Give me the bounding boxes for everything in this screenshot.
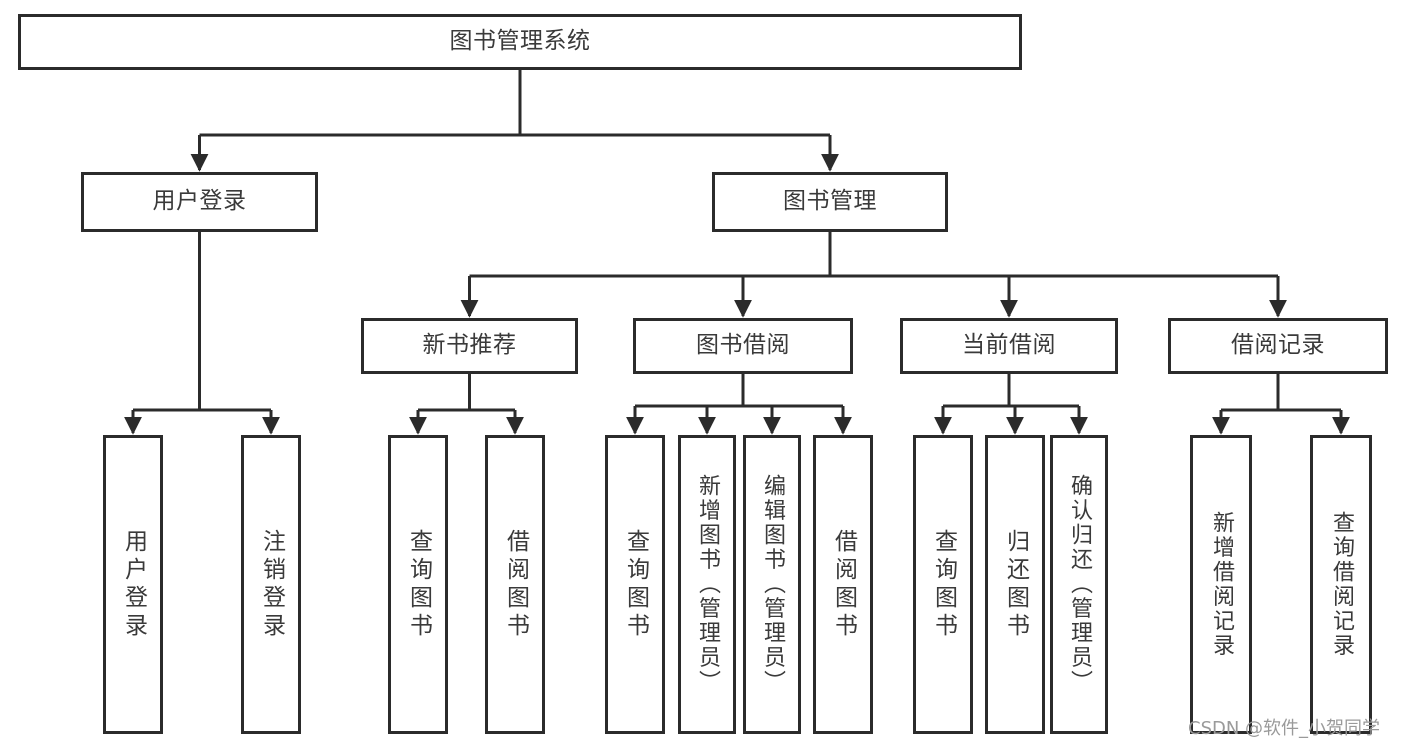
node-current-borrow[interactable]: 当前借阅 [900,318,1118,374]
node-leaf-add-book-admin[interactable]: 新增图书（管理员） [678,435,736,734]
node-book-management[interactable]: 图书管理 [712,172,948,232]
node-leaf-user-logout[interactable]: 注销登录 [241,435,301,734]
node-leaf-borrow-book-borrow[interactable]: 借阅图书 [813,435,873,734]
node-leaf-edit-book-admin-label: 编辑图书（管理员） [760,474,785,695]
node-leaf-borrow-book-recommend[interactable]: 借阅图书 [485,435,545,734]
node-leaf-confirm-return-admin-label: 确认归还（管理员） [1067,474,1092,695]
node-leaf-return-book[interactable]: 归还图书 [985,435,1045,734]
node-leaf-add-book-admin-label: 新增图书（管理员） [695,474,720,695]
node-borrow-record[interactable]: 借阅记录 [1168,318,1388,374]
node-borrow-record-label: 借阅记录 [1231,332,1325,359]
node-book-borrow-label: 图书借阅 [696,332,790,359]
node-leaf-user-login[interactable]: 用户登录 [103,435,163,734]
node-leaf-query-book-recommend-label: 查询图书 [405,528,432,641]
node-leaf-query-book-recommend[interactable]: 查询图书 [388,435,448,734]
node-leaf-borrow-book-recommend-label: 借阅图书 [502,528,529,641]
node-leaf-add-borrow-record[interactable]: 新增借阅记录 [1190,435,1252,734]
node-current-borrow-label: 当前借阅 [962,332,1056,359]
node-leaf-edit-book-admin[interactable]: 编辑图书（管理员） [743,435,801,734]
node-new-book-recommend[interactable]: 新书推荐 [361,318,578,374]
watermark-text: CSDN @软件_小贺同学 [1188,718,1381,739]
node-new-book-recommend-label: 新书推荐 [422,332,517,359]
node-book-borrow[interactable]: 图书借阅 [633,318,853,374]
node-leaf-add-borrow-record-label: 新增借阅记录 [1209,511,1234,658]
node-user-login-label: 用户登录 [152,188,247,215]
node-leaf-user-logout-label: 注销登录 [258,528,285,641]
node-leaf-query-book-borrow[interactable]: 查询图书 [605,435,665,734]
node-book-management-label: 图书管理 [783,188,877,215]
node-leaf-query-book-borrow-label: 查询图书 [622,528,649,641]
node-leaf-borrow-book-borrow-label: 借阅图书 [830,528,857,641]
node-leaf-query-book-current-label: 查询图书 [930,528,957,641]
node-leaf-user-login-label: 用户登录 [120,528,147,641]
node-user-login[interactable]: 用户登录 [81,172,318,232]
node-leaf-return-book-label: 归还图书 [1002,528,1029,641]
node-leaf-query-borrow-record[interactable]: 查询借阅记录 [1310,435,1372,734]
node-leaf-query-borrow-record-label: 查询借阅记录 [1329,511,1354,658]
node-root[interactable]: 图书管理系统 [18,14,1022,70]
node-root-label: 图书管理系统 [449,28,591,55]
node-leaf-confirm-return-admin[interactable]: 确认归还（管理员） [1050,435,1108,734]
node-leaf-query-book-current[interactable]: 查询图书 [913,435,973,734]
